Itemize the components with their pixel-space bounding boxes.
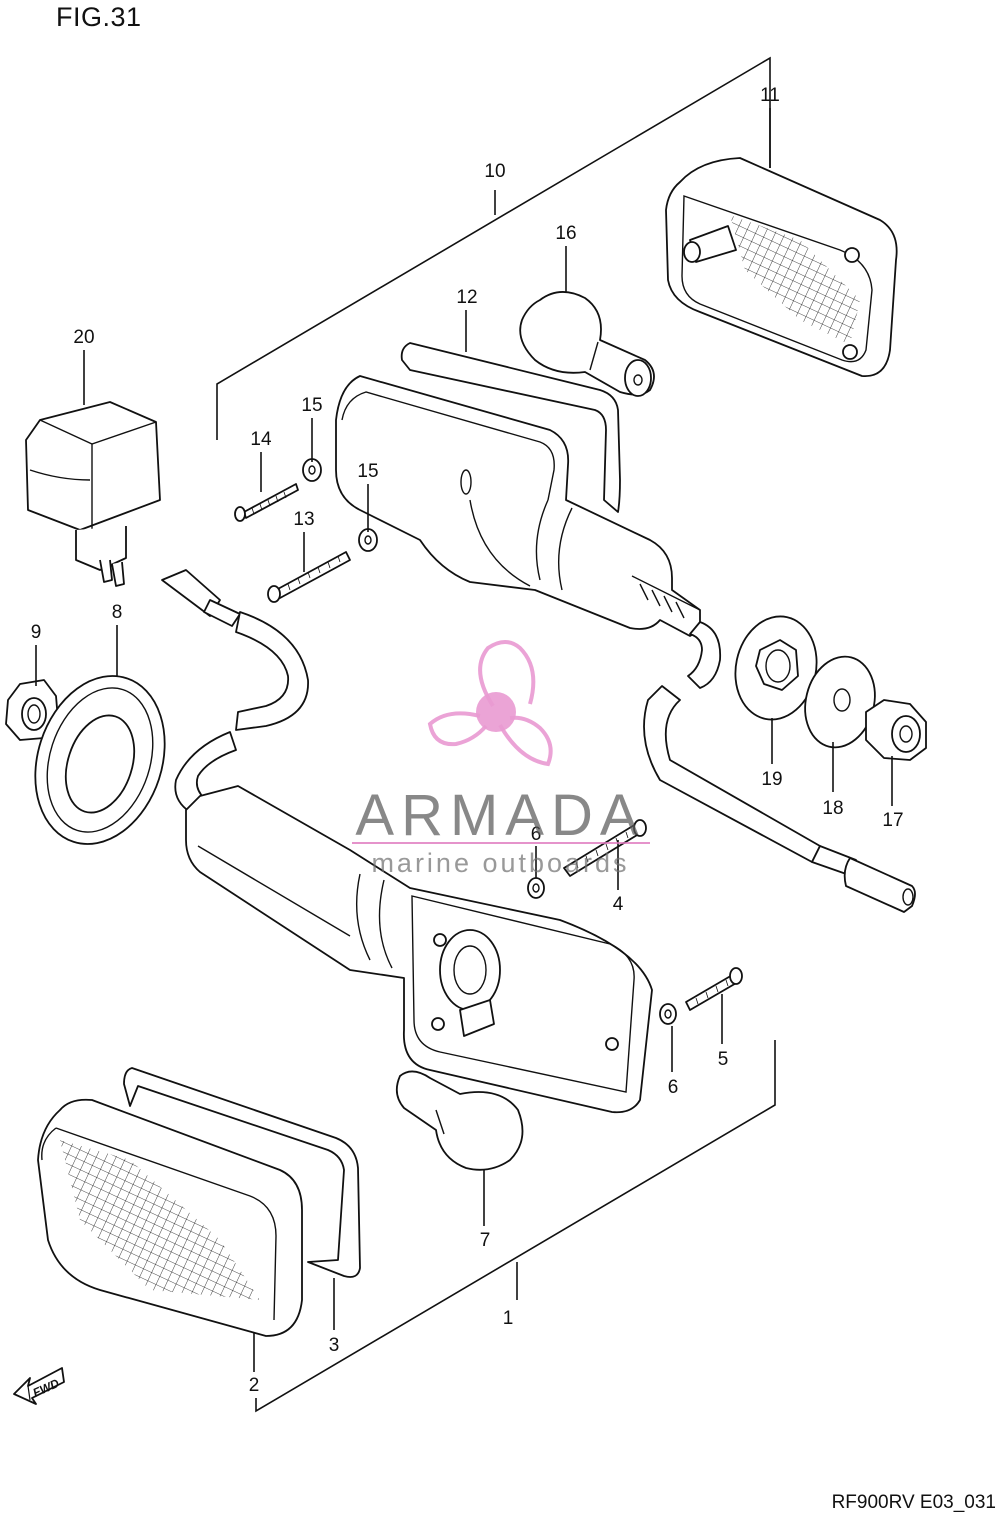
- part-19-collar-nut: [734, 615, 818, 721]
- figure-title: FIG.31: [56, 2, 142, 32]
- part-7-bulb-lower: [395, 1070, 524, 1171]
- fwd-label: FWD: [31, 1376, 62, 1400]
- part-label: 7: [480, 1230, 491, 1251]
- part-14-screw: [234, 483, 299, 522]
- part-label: 16: [555, 223, 576, 244]
- part-label: 6: [668, 1077, 679, 1098]
- watermark-divider: [352, 842, 650, 844]
- part-2-lens-lower: [37, 1098, 303, 1337]
- part-label: 15: [301, 395, 322, 416]
- part-label: 20: [73, 327, 94, 348]
- part-20-relay: [25, 401, 161, 587]
- lower-wiring-cable: [161, 569, 309, 813]
- part-6-washer-a: [527, 877, 545, 899]
- diagram-code: RF900RV E03_031: [831, 1492, 996, 1513]
- part-label: 19: [761, 769, 782, 790]
- part-label: 5: [718, 1049, 729, 1070]
- part-13-screw: [267, 551, 351, 603]
- part-label: 2: [249, 1375, 260, 1396]
- part-9-nut: [5, 679, 59, 741]
- lower-signal-housing: [185, 785, 653, 1114]
- part-16-bulb-upper: [519, 291, 655, 397]
- part-3-gasket-lower: [123, 1067, 361, 1278]
- part-label: 18: [822, 798, 843, 819]
- part-label: 11: [760, 85, 780, 106]
- part-5-screw: [685, 967, 743, 1011]
- forward-direction-badge: FWD: [13, 1367, 65, 1405]
- propeller-logo-icon: [427, 640, 553, 767]
- part-15-washer-a: [302, 458, 322, 482]
- part-label: 14: [250, 429, 272, 450]
- part-17-nut: [865, 699, 927, 761]
- part-label: 13: [293, 509, 314, 530]
- part-label: 17: [882, 810, 903, 831]
- part-label: 12: [456, 287, 477, 308]
- upper-signal-housing: [335, 375, 701, 637]
- watermark-tagline: marine outboards: [371, 848, 630, 878]
- part-11-lens-upper: [665, 157, 898, 377]
- part-15-washer-b: [358, 528, 378, 552]
- part-12-gasket-upper: [400, 342, 621, 513]
- part-label: 1: [503, 1308, 514, 1329]
- leader-lines: [35, 108, 893, 1372]
- part-label: 4: [613, 894, 624, 915]
- part-label: 6: [531, 824, 542, 845]
- assembly-bracket-1: [255, 1040, 776, 1413]
- part-label: 9: [31, 622, 42, 643]
- part-6-washer-b: [659, 1003, 677, 1025]
- watermark-brand: ARMADA: [355, 783, 646, 848]
- part-8-grommet: [34, 675, 166, 845]
- part-label: 3: [329, 1335, 340, 1356]
- upper-wiring-cable: [643, 621, 916, 913]
- propeller-hub-icon: [476, 692, 516, 732]
- part-4-screw: [563, 819, 647, 877]
- part-label: 8: [112, 602, 123, 623]
- part-label: 10: [484, 161, 505, 182]
- part-number-labels: 1 2 3 4 5 6 6 6 7 8 9 10 11 12 13 14 15 …: [31, 85, 904, 1396]
- part-label: 15: [357, 461, 378, 482]
